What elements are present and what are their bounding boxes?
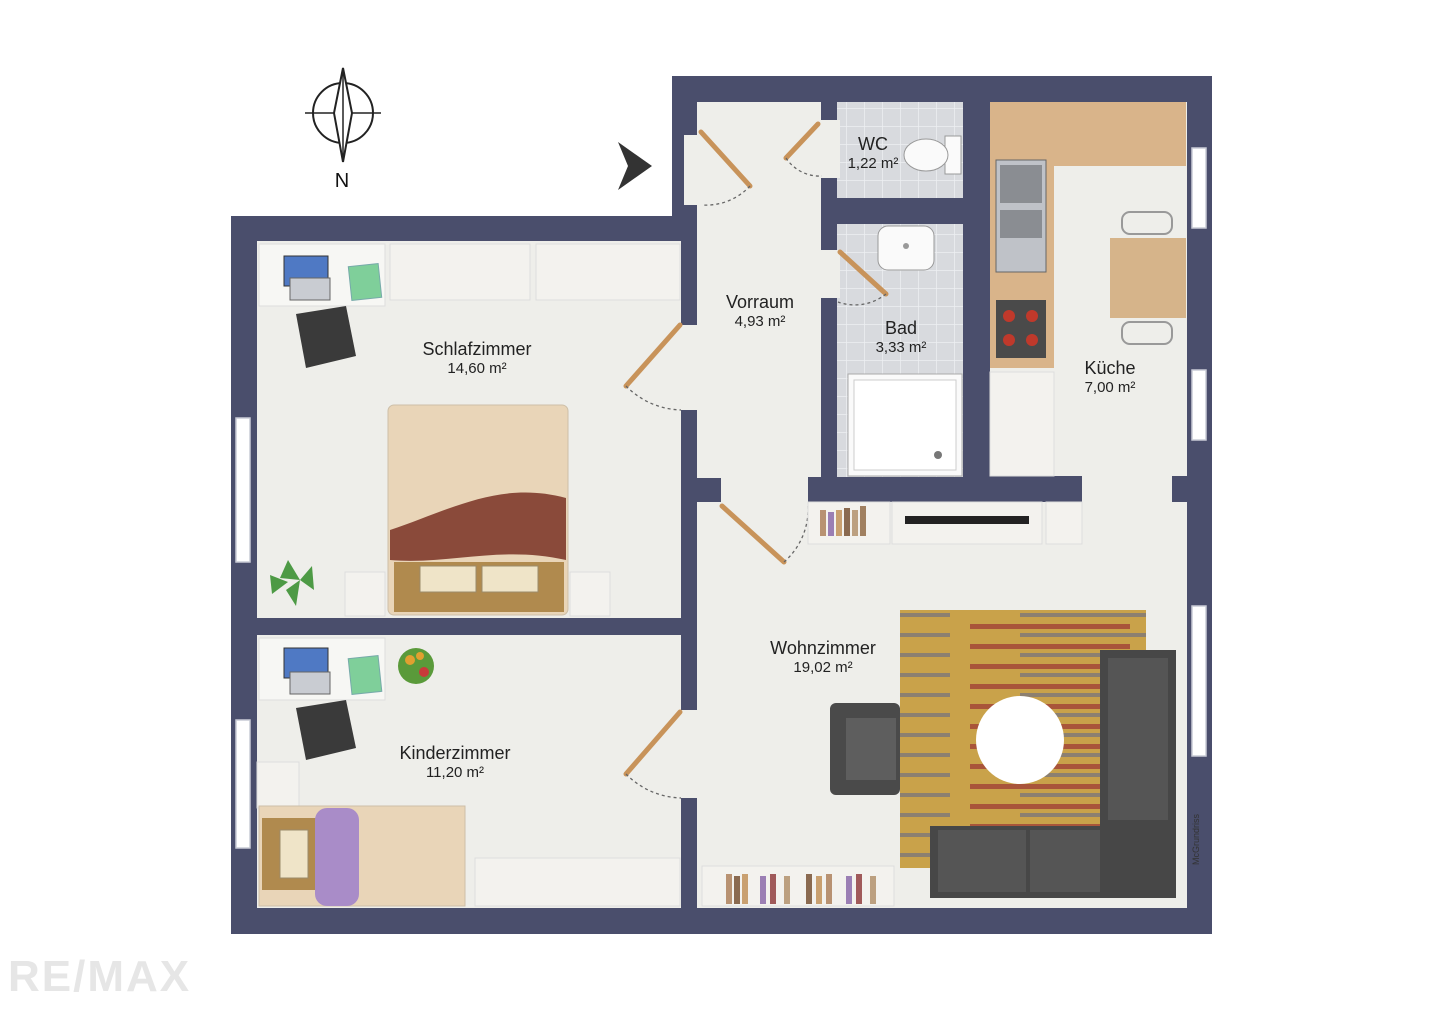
- room-area: 1,22 m²: [847, 155, 899, 172]
- entrance-arrow-icon: [618, 142, 652, 190]
- chair-icon: [296, 700, 356, 760]
- room-area: 14,60 m²: [447, 360, 507, 377]
- room-area: 3,33 m²: [875, 339, 927, 356]
- toilet-icon: [903, 135, 962, 175]
- tv-icon: [905, 516, 1029, 524]
- books-icon: [820, 506, 866, 536]
- room-label-kueche: Küche 7,00 m²: [1084, 357, 1135, 397]
- room-label-wohnzimmer: Wohnzimmer 19,02 m²: [770, 637, 876, 677]
- room-label-kinderzimmer: Kinderzimmer 11,20 m²: [399, 742, 510, 782]
- room-name: Vorraum: [725, 292, 795, 312]
- books-icon: [726, 874, 876, 904]
- compass-icon: [305, 67, 381, 163]
- room-name: WC: [857, 134, 888, 154]
- room-label-vorraum: Vorraum 4,93 m²: [726, 291, 794, 331]
- room-name: Schlafzimmer: [422, 339, 532, 359]
- dining-table: [1110, 238, 1186, 318]
- kinderzimmer-furniture: [256, 637, 681, 907]
- compass-label: N: [334, 170, 350, 192]
- chair-icon: [296, 306, 356, 368]
- room-name: Küche: [1084, 358, 1136, 378]
- stove-icon: [996, 300, 1046, 358]
- doors: [623, 121, 889, 777]
- floor-vorraum: [697, 102, 821, 504]
- room-label-schlafzimmer: Schlafzimmer 14,60 m²: [422, 338, 531, 378]
- room-label-wc: WC 1,22 m²: [848, 133, 899, 173]
- room-area: 11,20 m²: [425, 764, 485, 781]
- room-name: Bad: [884, 318, 918, 338]
- schlafzimmer-furniture: [258, 243, 681, 617]
- room-name: Kinderzimmer: [399, 743, 511, 763]
- plant-icon: [270, 560, 314, 606]
- living-furniture: [701, 501, 1176, 907]
- room-name: Wohnzimmer: [770, 638, 876, 658]
- room-area: 19,02 m²: [793, 659, 853, 676]
- brand-watermark: RE/MAX: [8, 952, 192, 1001]
- plant-icon: [398, 648, 434, 684]
- coffee-table: [976, 696, 1064, 784]
- room-area: 7,00 m²: [1084, 379, 1136, 396]
- room-area: 4,93 m²: [734, 313, 786, 330]
- room-label-bad: Bad 3,33 m²: [876, 317, 927, 357]
- windows: [235, 147, 1207, 849]
- inner-walls: [231, 102, 1187, 635]
- credit-text: McGrundriss: [1191, 813, 1201, 865]
- kitchen-furniture: [989, 102, 1186, 477]
